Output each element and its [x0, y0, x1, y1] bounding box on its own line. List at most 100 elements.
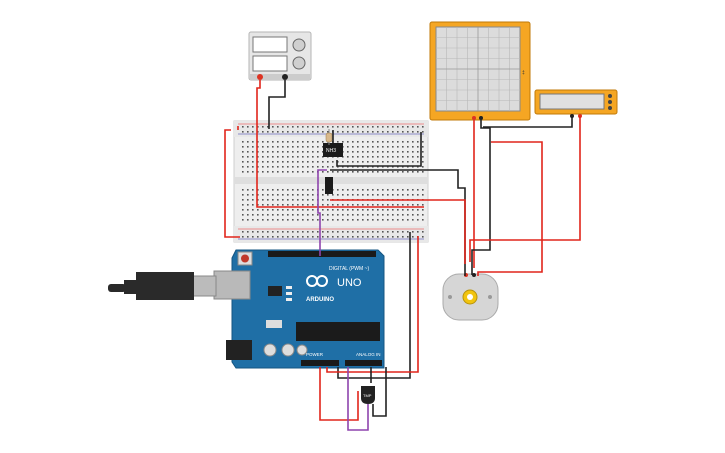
breadboard-hole[interactable] — [407, 189, 409, 191]
breadboard-hole[interactable] — [347, 236, 349, 238]
breadboard-hole[interactable] — [327, 131, 329, 133]
breadboard-hole[interactable] — [352, 204, 354, 206]
breadboard-hole[interactable] — [247, 209, 249, 211]
breadboard-hole[interactable] — [382, 141, 384, 143]
breadboard-hole[interactable] — [362, 204, 364, 206]
breadboard-hole[interactable] — [347, 146, 349, 148]
breadboard-hole[interactable] — [397, 219, 399, 221]
breadboard-hole[interactable] — [252, 171, 254, 173]
breadboard-hole[interactable] — [282, 204, 284, 206]
breadboard-hole[interactable] — [322, 161, 324, 163]
breadboard-hole[interactable] — [347, 126, 349, 128]
breadboard-hole[interactable] — [347, 131, 349, 133]
breadboard-hole[interactable] — [357, 146, 359, 148]
breadboard-hole[interactable] — [262, 219, 264, 221]
breadboard-hole[interactable] — [412, 219, 414, 221]
breadboard-hole[interactable] — [412, 236, 414, 238]
breadboard-hole[interactable] — [312, 236, 314, 238]
breadboard-hole[interactable] — [322, 214, 324, 216]
breadboard-hole[interactable] — [342, 126, 344, 128]
breadboard-hole[interactable] — [292, 199, 294, 201]
breadboard-hole[interactable] — [267, 236, 269, 238]
breadboard-hole[interactable] — [367, 209, 369, 211]
breadboard-hole[interactable] — [332, 166, 334, 168]
breadboard-hole[interactable] — [382, 131, 384, 133]
breadboard-hole[interactable] — [417, 141, 419, 143]
breadboard-hole[interactable] — [372, 141, 374, 143]
breadboard-hole[interactable] — [407, 194, 409, 196]
breadboard-hole[interactable] — [322, 126, 324, 128]
breadboard-hole[interactable] — [322, 141, 324, 143]
breadboard-hole[interactable] — [337, 214, 339, 216]
breadboard-hole[interactable] — [262, 236, 264, 238]
breadboard-hole[interactable] — [272, 209, 274, 211]
breadboard-hole[interactable] — [422, 189, 424, 191]
breadboard-hole[interactable] — [417, 204, 419, 206]
breadboard-hole[interactable] — [377, 171, 379, 173]
breadboard-hole[interactable] — [252, 161, 254, 163]
breadboard-hole[interactable] — [262, 194, 264, 196]
breadboard-hole[interactable] — [292, 189, 294, 191]
breadboard-hole[interactable] — [267, 151, 269, 153]
breadboard-hole[interactable] — [247, 231, 249, 233]
breadboard-hole[interactable] — [302, 231, 304, 233]
breadboard-hole[interactable] — [267, 126, 269, 128]
breadboard-hole[interactable] — [387, 214, 389, 216]
breadboard-hole[interactable] — [322, 194, 324, 196]
breadboard-hole[interactable] — [407, 236, 409, 238]
breadboard-hole[interactable] — [332, 219, 334, 221]
breadboard-hole[interactable] — [352, 131, 354, 133]
breadboard-hole[interactable] — [297, 141, 299, 143]
breadboard-hole[interactable] — [242, 161, 244, 163]
breadboard-hole[interactable] — [287, 231, 289, 233]
breadboard-hole[interactable] — [362, 214, 364, 216]
breadboard-hole[interactable] — [277, 156, 279, 158]
breadboard-hole[interactable] — [317, 156, 319, 158]
breadboard-hole[interactable] — [412, 204, 414, 206]
breadboard-hole[interactable] — [372, 161, 374, 163]
breadboard-hole[interactable] — [407, 141, 409, 143]
breadboard-hole[interactable] — [382, 151, 384, 153]
breadboard-hole[interactable] — [372, 194, 374, 196]
breadboard-hole[interactable] — [302, 214, 304, 216]
breadboard-hole[interactable] — [397, 171, 399, 173]
breadboard-hole[interactable] — [337, 171, 339, 173]
breadboard-hole[interactable] — [352, 231, 354, 233]
breadboard-hole[interactable] — [247, 199, 249, 201]
breadboard-hole[interactable] — [282, 189, 284, 191]
breadboard-hole[interactable] — [342, 219, 344, 221]
breadboard-hole[interactable] — [412, 231, 414, 233]
breadboard-hole[interactable] — [422, 126, 424, 128]
breadboard-hole[interactable] — [337, 126, 339, 128]
breadboard-hole[interactable] — [412, 131, 414, 133]
breadboard-hole[interactable] — [302, 166, 304, 168]
breadboard-hole[interactable] — [272, 126, 274, 128]
breadboard-hole[interactable] — [302, 141, 304, 143]
power-supply[interactable] — [248, 31, 312, 81]
breadboard-hole[interactable] — [327, 166, 329, 168]
breadboard-hole[interactable] — [242, 141, 244, 143]
breadboard-hole[interactable] — [287, 214, 289, 216]
breadboard-hole[interactable] — [372, 214, 374, 216]
breadboard-hole[interactable] — [392, 209, 394, 211]
breadboard-hole[interactable] — [367, 161, 369, 163]
breadboard-hole[interactable] — [307, 209, 309, 211]
breadboard-hole[interactable] — [317, 231, 319, 233]
breadboard-hole[interactable] — [367, 231, 369, 233]
breadboard-hole[interactable] — [342, 209, 344, 211]
breadboard-hole[interactable] — [417, 214, 419, 216]
breadboard-hole[interactable] — [357, 156, 359, 158]
breadboard-hole[interactable] — [422, 131, 424, 133]
breadboard-hole[interactable] — [242, 131, 244, 133]
breadboard-hole[interactable] — [242, 151, 244, 153]
breadboard-hole[interactable] — [392, 151, 394, 153]
breadboard-hole[interactable] — [322, 199, 324, 201]
breadboard-hole[interactable] — [262, 131, 264, 133]
breadboard-hole[interactable] — [262, 214, 264, 216]
breadboard-hole[interactable] — [392, 194, 394, 196]
breadboard-hole[interactable] — [392, 214, 394, 216]
breadboard-hole[interactable] — [277, 151, 279, 153]
breadboard-hole[interactable] — [337, 204, 339, 206]
breadboard-hole[interactable] — [337, 194, 339, 196]
breadboard-hole[interactable] — [312, 219, 314, 221]
